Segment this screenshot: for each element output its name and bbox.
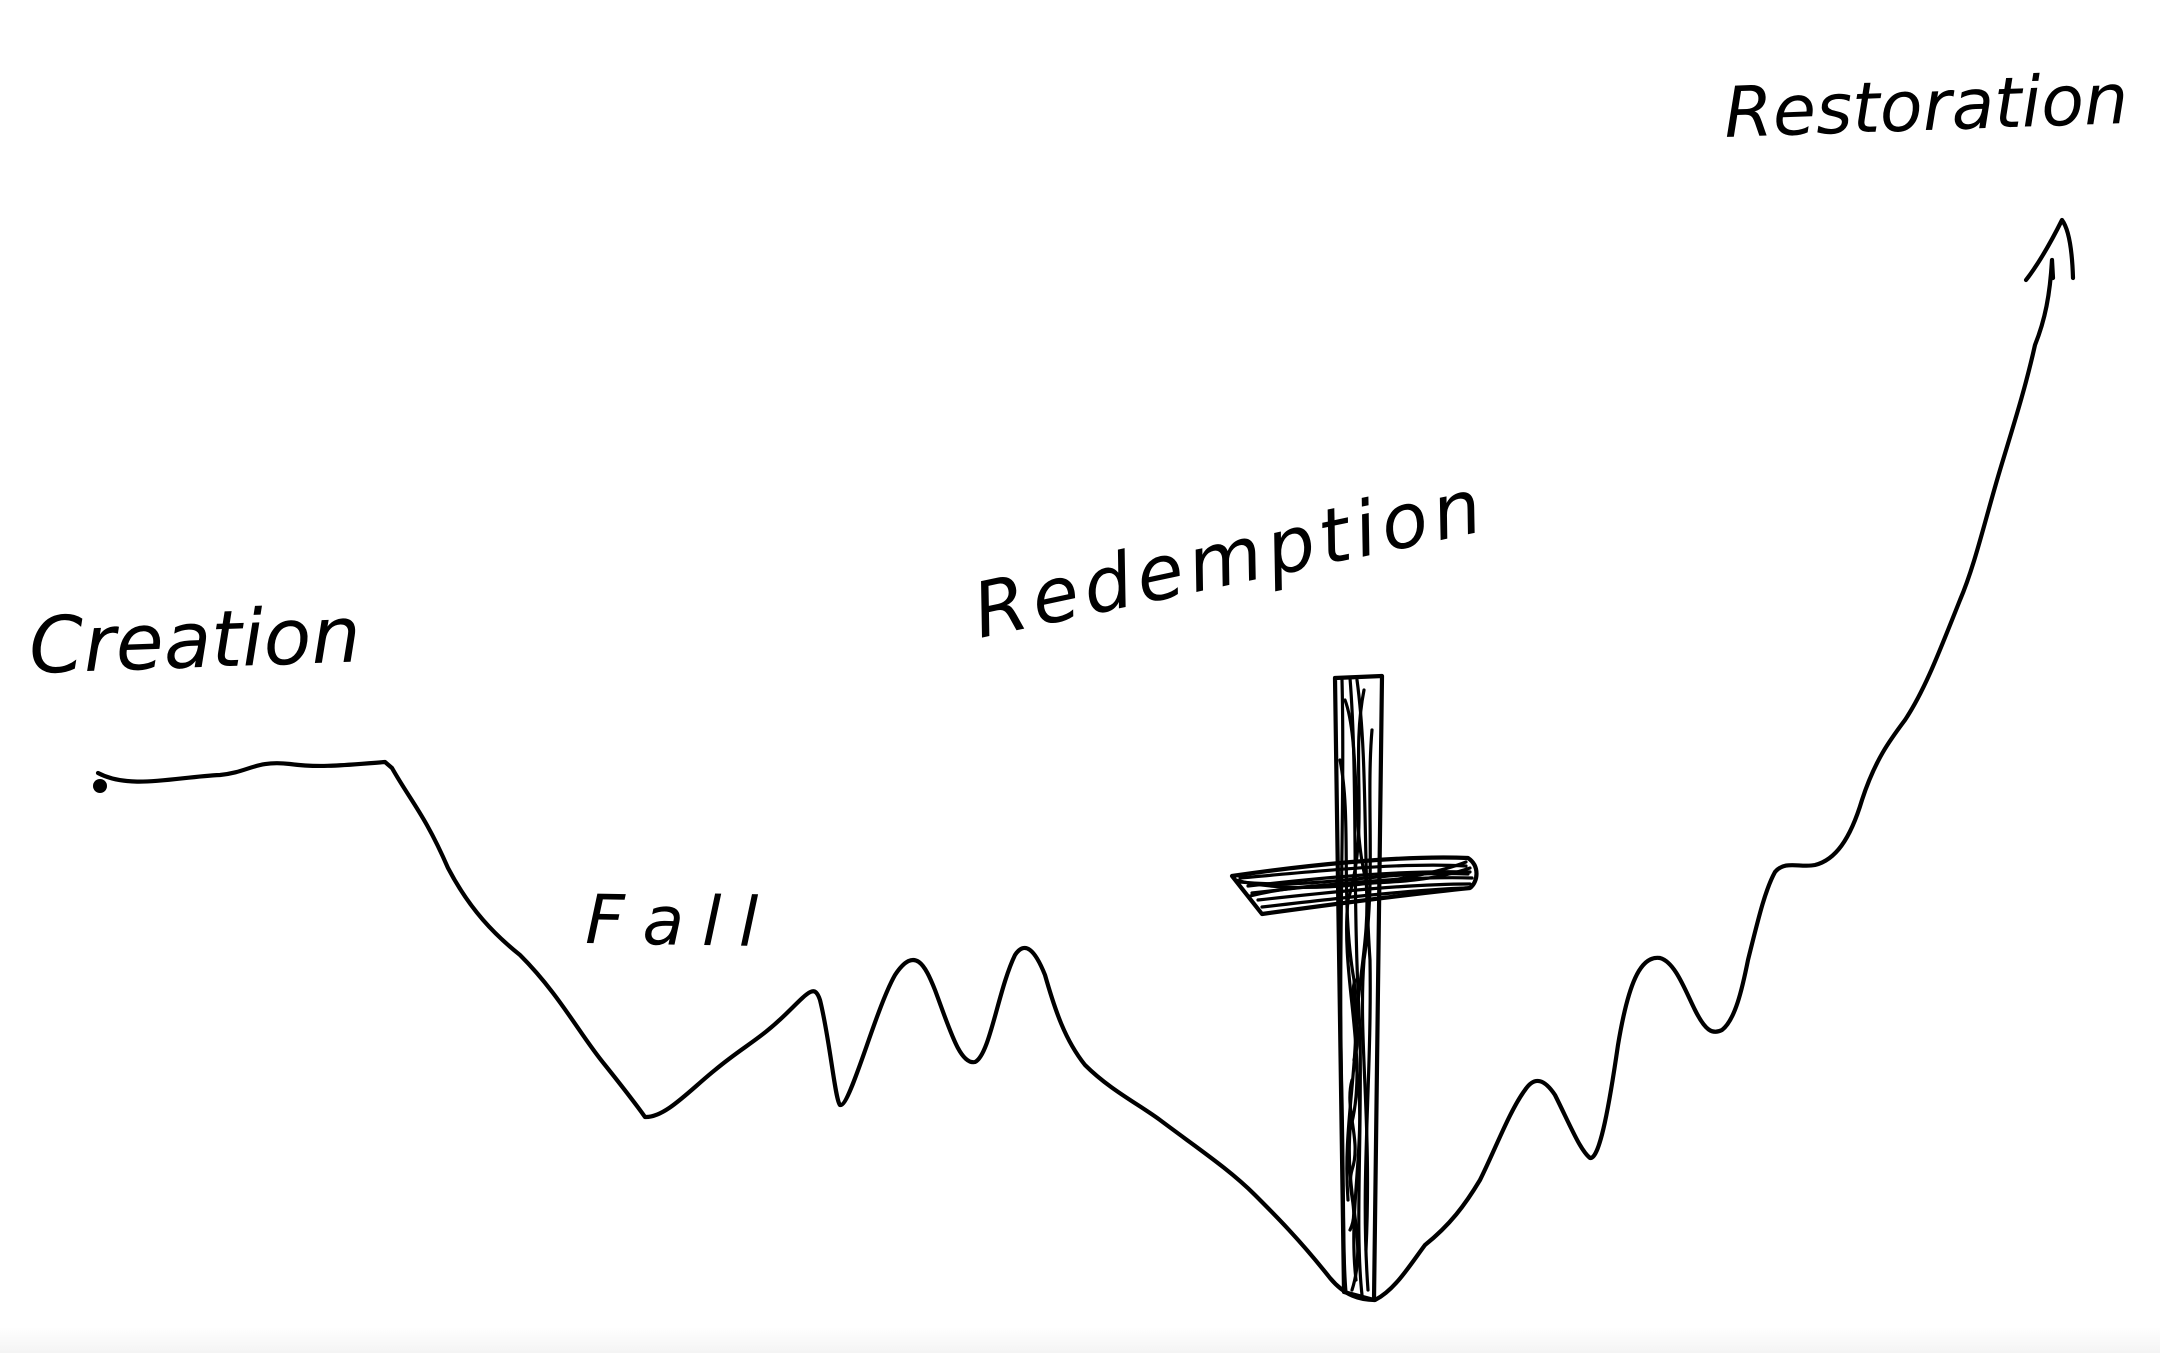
label-redemption: Redemption bbox=[965, 460, 1495, 656]
cross-icon bbox=[1229, 673, 1479, 1303]
label-restoration: Restoration bbox=[1723, 58, 2130, 154]
arrow-up-icon bbox=[2023, 217, 2076, 283]
story-line bbox=[95, 257, 2056, 1303]
label-fall: Fall bbox=[585, 881, 777, 963]
bottom-shadow bbox=[0, 1327, 2160, 1353]
start-dot-icon bbox=[93, 779, 107, 793]
label-creation: Creation bbox=[28, 590, 363, 692]
